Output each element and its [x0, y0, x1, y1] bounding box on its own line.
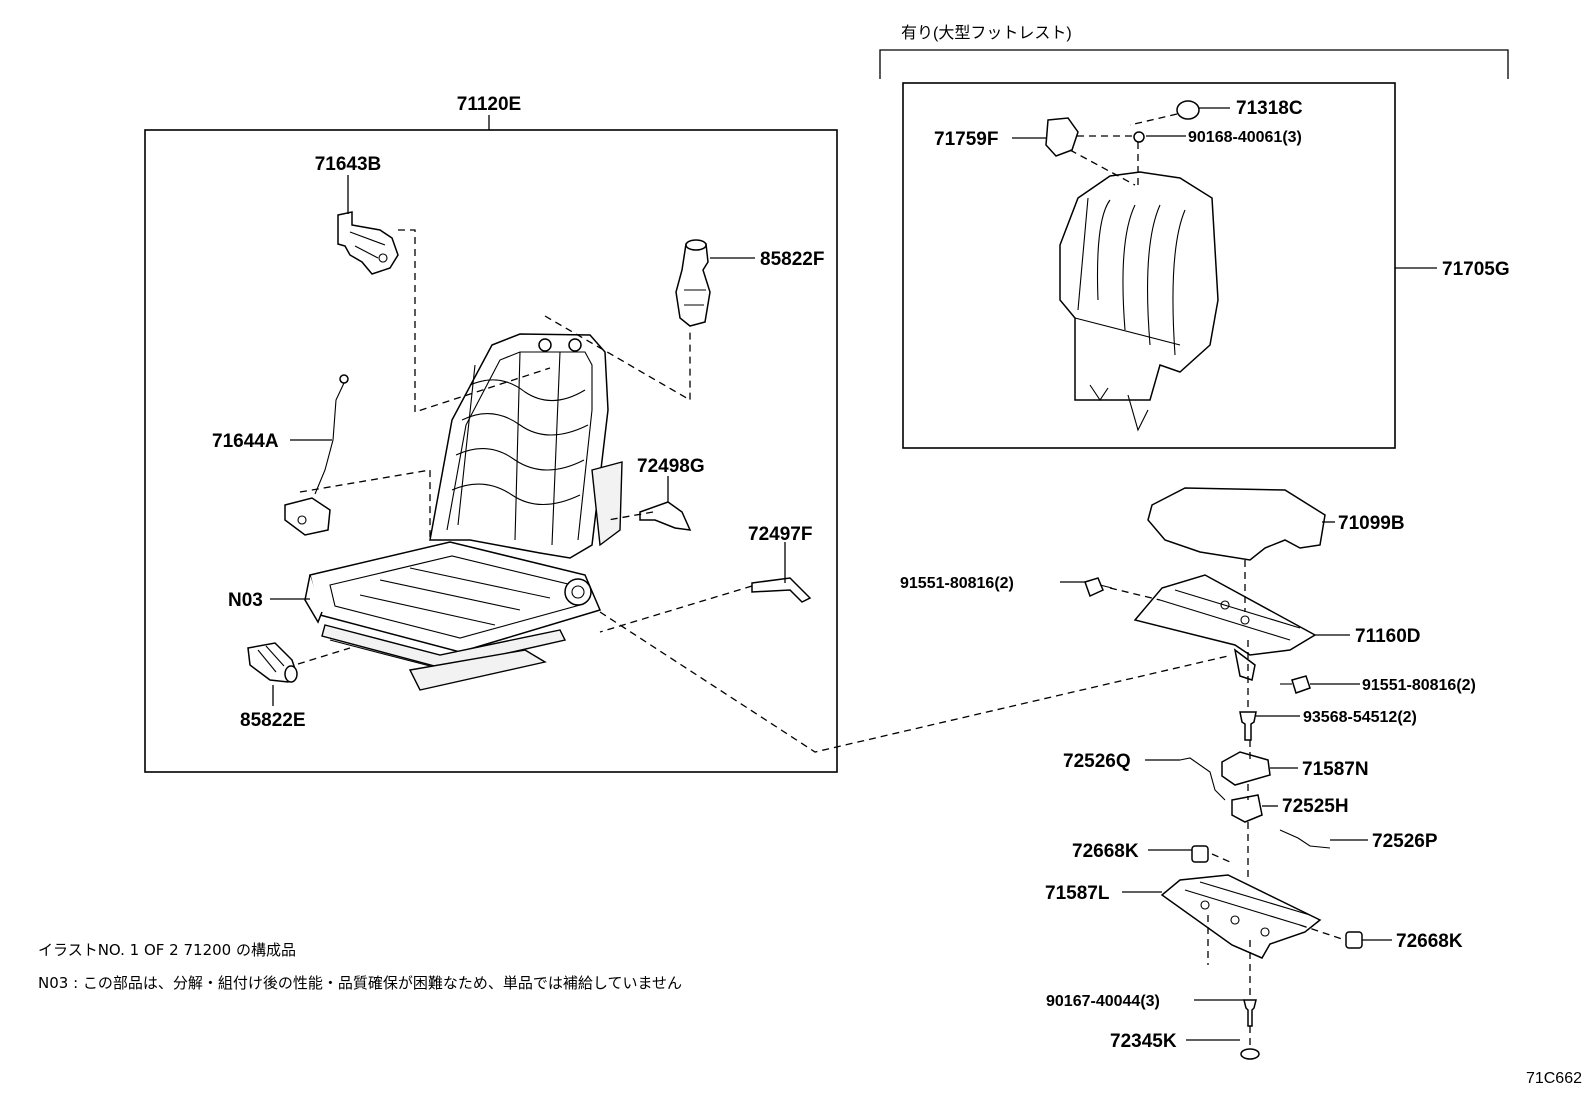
part-label-85822F: 85822F [760, 249, 824, 270]
part-label-72497F: 72497F [748, 524, 812, 545]
part-90168-drawing [1133, 131, 1145, 143]
part-85822F-drawing [675, 239, 711, 327]
part-label-72498G: 72498G [637, 456, 705, 477]
part-label-71099B: 71099B [1338, 513, 1405, 534]
part-71643B-drawing [337, 211, 399, 275]
variant-bracket [879, 49, 1509, 79]
part-71587N-drawing [1221, 751, 1271, 786]
part-72498G-drawing [639, 501, 692, 531]
leader-lines [270, 107, 1437, 1041]
part-label-93568-54512: 93568-54512(2) [1303, 709, 1417, 726]
part-label-71759F: 71759F [934, 129, 998, 150]
part-71099B-drawing [1147, 487, 1326, 561]
part-label-85822E: 85822E [240, 710, 306, 731]
part-72526P-drawing [1279, 829, 1331, 849]
part-72497F-drawing [751, 577, 812, 603]
part-label-72526P: 72526P [1372, 831, 1438, 852]
part-label-90168-40061: 90168-40061(3) [1188, 129, 1302, 146]
part-label-71120E: 71120E [457, 94, 521, 115]
part-72525H-drawing [1231, 794, 1263, 823]
part-72668K-upper-drawing [1191, 845, 1209, 863]
part-91551-bolt-right-drawing [1280, 675, 1311, 694]
part-71759F-drawing [1045, 117, 1079, 157]
part-label-71705G: 71705G [1442, 259, 1510, 280]
seat-frame-drawing [304, 333, 623, 691]
part-71160D-drawing [1133, 574, 1317, 681]
part-72345K-drawing [1240, 1048, 1260, 1060]
part-93568-drawing [1239, 711, 1257, 741]
part-72526Q-drawing [1179, 757, 1226, 801]
part-label-91551-80816-left: 91551-80816(2) [900, 575, 1014, 592]
part-label-90167-40044: 90167-40044(3) [1046, 993, 1160, 1010]
footrest-dashed-lines [1069, 113, 1178, 186]
variant-label: 有り(大型フットレスト) [901, 24, 1072, 42]
part-91551-bolt-left-drawing [1084, 577, 1113, 598]
part-label-71643B: 71643B [315, 154, 382, 175]
catalog-code: 71C662 [1526, 1070, 1582, 1087]
part-90167-drawing [1243, 999, 1257, 1027]
assembly-dashed-lines-left [297, 229, 1229, 753]
part-71705G-drawing [1059, 171, 1219, 432]
part-71587L-drawing [1160, 874, 1322, 959]
seat-frame-assembly-box [144, 129, 838, 773]
part-label-71587L: 71587L [1045, 883, 1110, 904]
part-label-71160D: 71160D [1355, 626, 1421, 647]
part-71644A-drawing [284, 374, 349, 536]
part-label-72525H: 72525H [1282, 796, 1349, 817]
part-label-72345K: 72345K [1110, 1031, 1177, 1052]
part-label-72526Q: 72526Q [1063, 751, 1131, 772]
part-label-N03: N03 [228, 590, 263, 611]
footrest-detail-box [902, 82, 1396, 449]
note-N03-supply: N03 : この部品は、分解・組付け後の性能・品質確保が困難なため、単品では補給… [38, 974, 682, 992]
part-label-71318C: 71318C [1236, 98, 1303, 119]
part-label-71587N: 71587N [1302, 759, 1369, 780]
part-label-72668K-lower: 72668K [1396, 931, 1463, 952]
part-label-71644A: 71644A [212, 431, 279, 452]
part-71318C-drawing [1176, 100, 1200, 120]
part-label-91551-80816-right: 91551-80816(2) [1362, 677, 1476, 694]
part-85822E-drawing [247, 642, 298, 683]
assembly-dashed-lines-right [1109, 560, 1346, 1048]
note-illustration-number: イラストNO. 1 OF 2 71200 の構成品 [38, 941, 296, 959]
part-72668K-lower-drawing [1345, 931, 1363, 949]
part-label-72668K-upper: 72668K [1072, 841, 1139, 862]
